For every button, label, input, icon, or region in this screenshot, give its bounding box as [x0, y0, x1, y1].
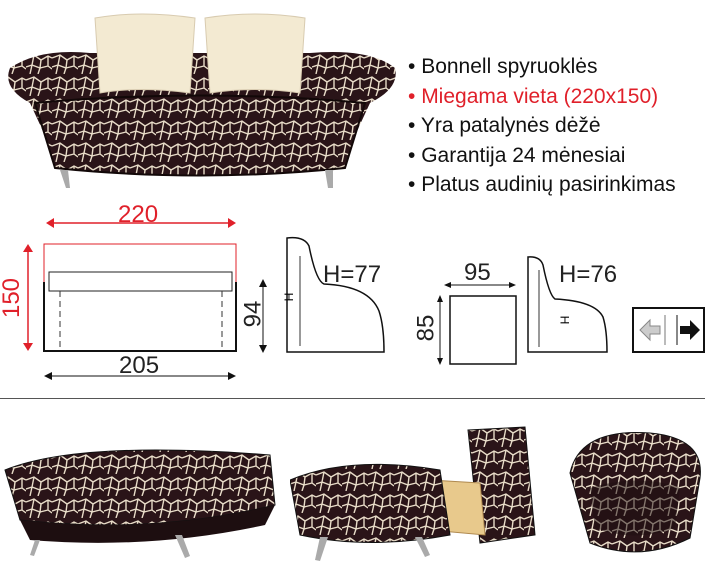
armchair-photo: [569, 432, 701, 553]
sofa-bed-unfolded-photo: [4, 449, 276, 558]
sofa-h-marker: H: [281, 292, 296, 302]
feature-list: Bonnell spyruoklės Miegama vieta (220x15…: [408, 52, 676, 200]
chair-width-label: 95: [464, 259, 491, 286]
sofa-dimension-diagram: [23, 218, 267, 380]
sofa-photo: [8, 13, 396, 188]
chair-height-label: H=76: [559, 261, 618, 288]
chair-h-marker: H: [557, 315, 572, 325]
feature-item: Platus audinių pasirinkimas: [408, 170, 675, 200]
sofa-side-profile: [286, 236, 385, 353]
chair-side-profile: [527, 256, 608, 353]
feature-item-highlight: Miegama vieta (220x150): [408, 82, 676, 112]
feature-item: Bonnell spyruoklės: [408, 52, 676, 82]
sofa-depth-label: 94: [239, 300, 267, 328]
section-divider: [0, 398, 705, 399]
feature-item: Garantija 24 mėnesiai: [408, 141, 676, 171]
chair-depth-label: 85: [412, 314, 440, 342]
unfold-direction-icon: [632, 307, 705, 353]
sofa-height-label: H=77: [323, 261, 382, 288]
sofa-width-label: 205: [119, 352, 160, 379]
open-depth-label: 150: [0, 277, 26, 319]
chair-dimension-diagram: [437, 282, 517, 365]
sofa-storage-box-photo: [290, 426, 536, 561]
open-width-label: 220: [118, 201, 159, 228]
feature-item: Yra patalynės dėžė: [408, 111, 676, 141]
